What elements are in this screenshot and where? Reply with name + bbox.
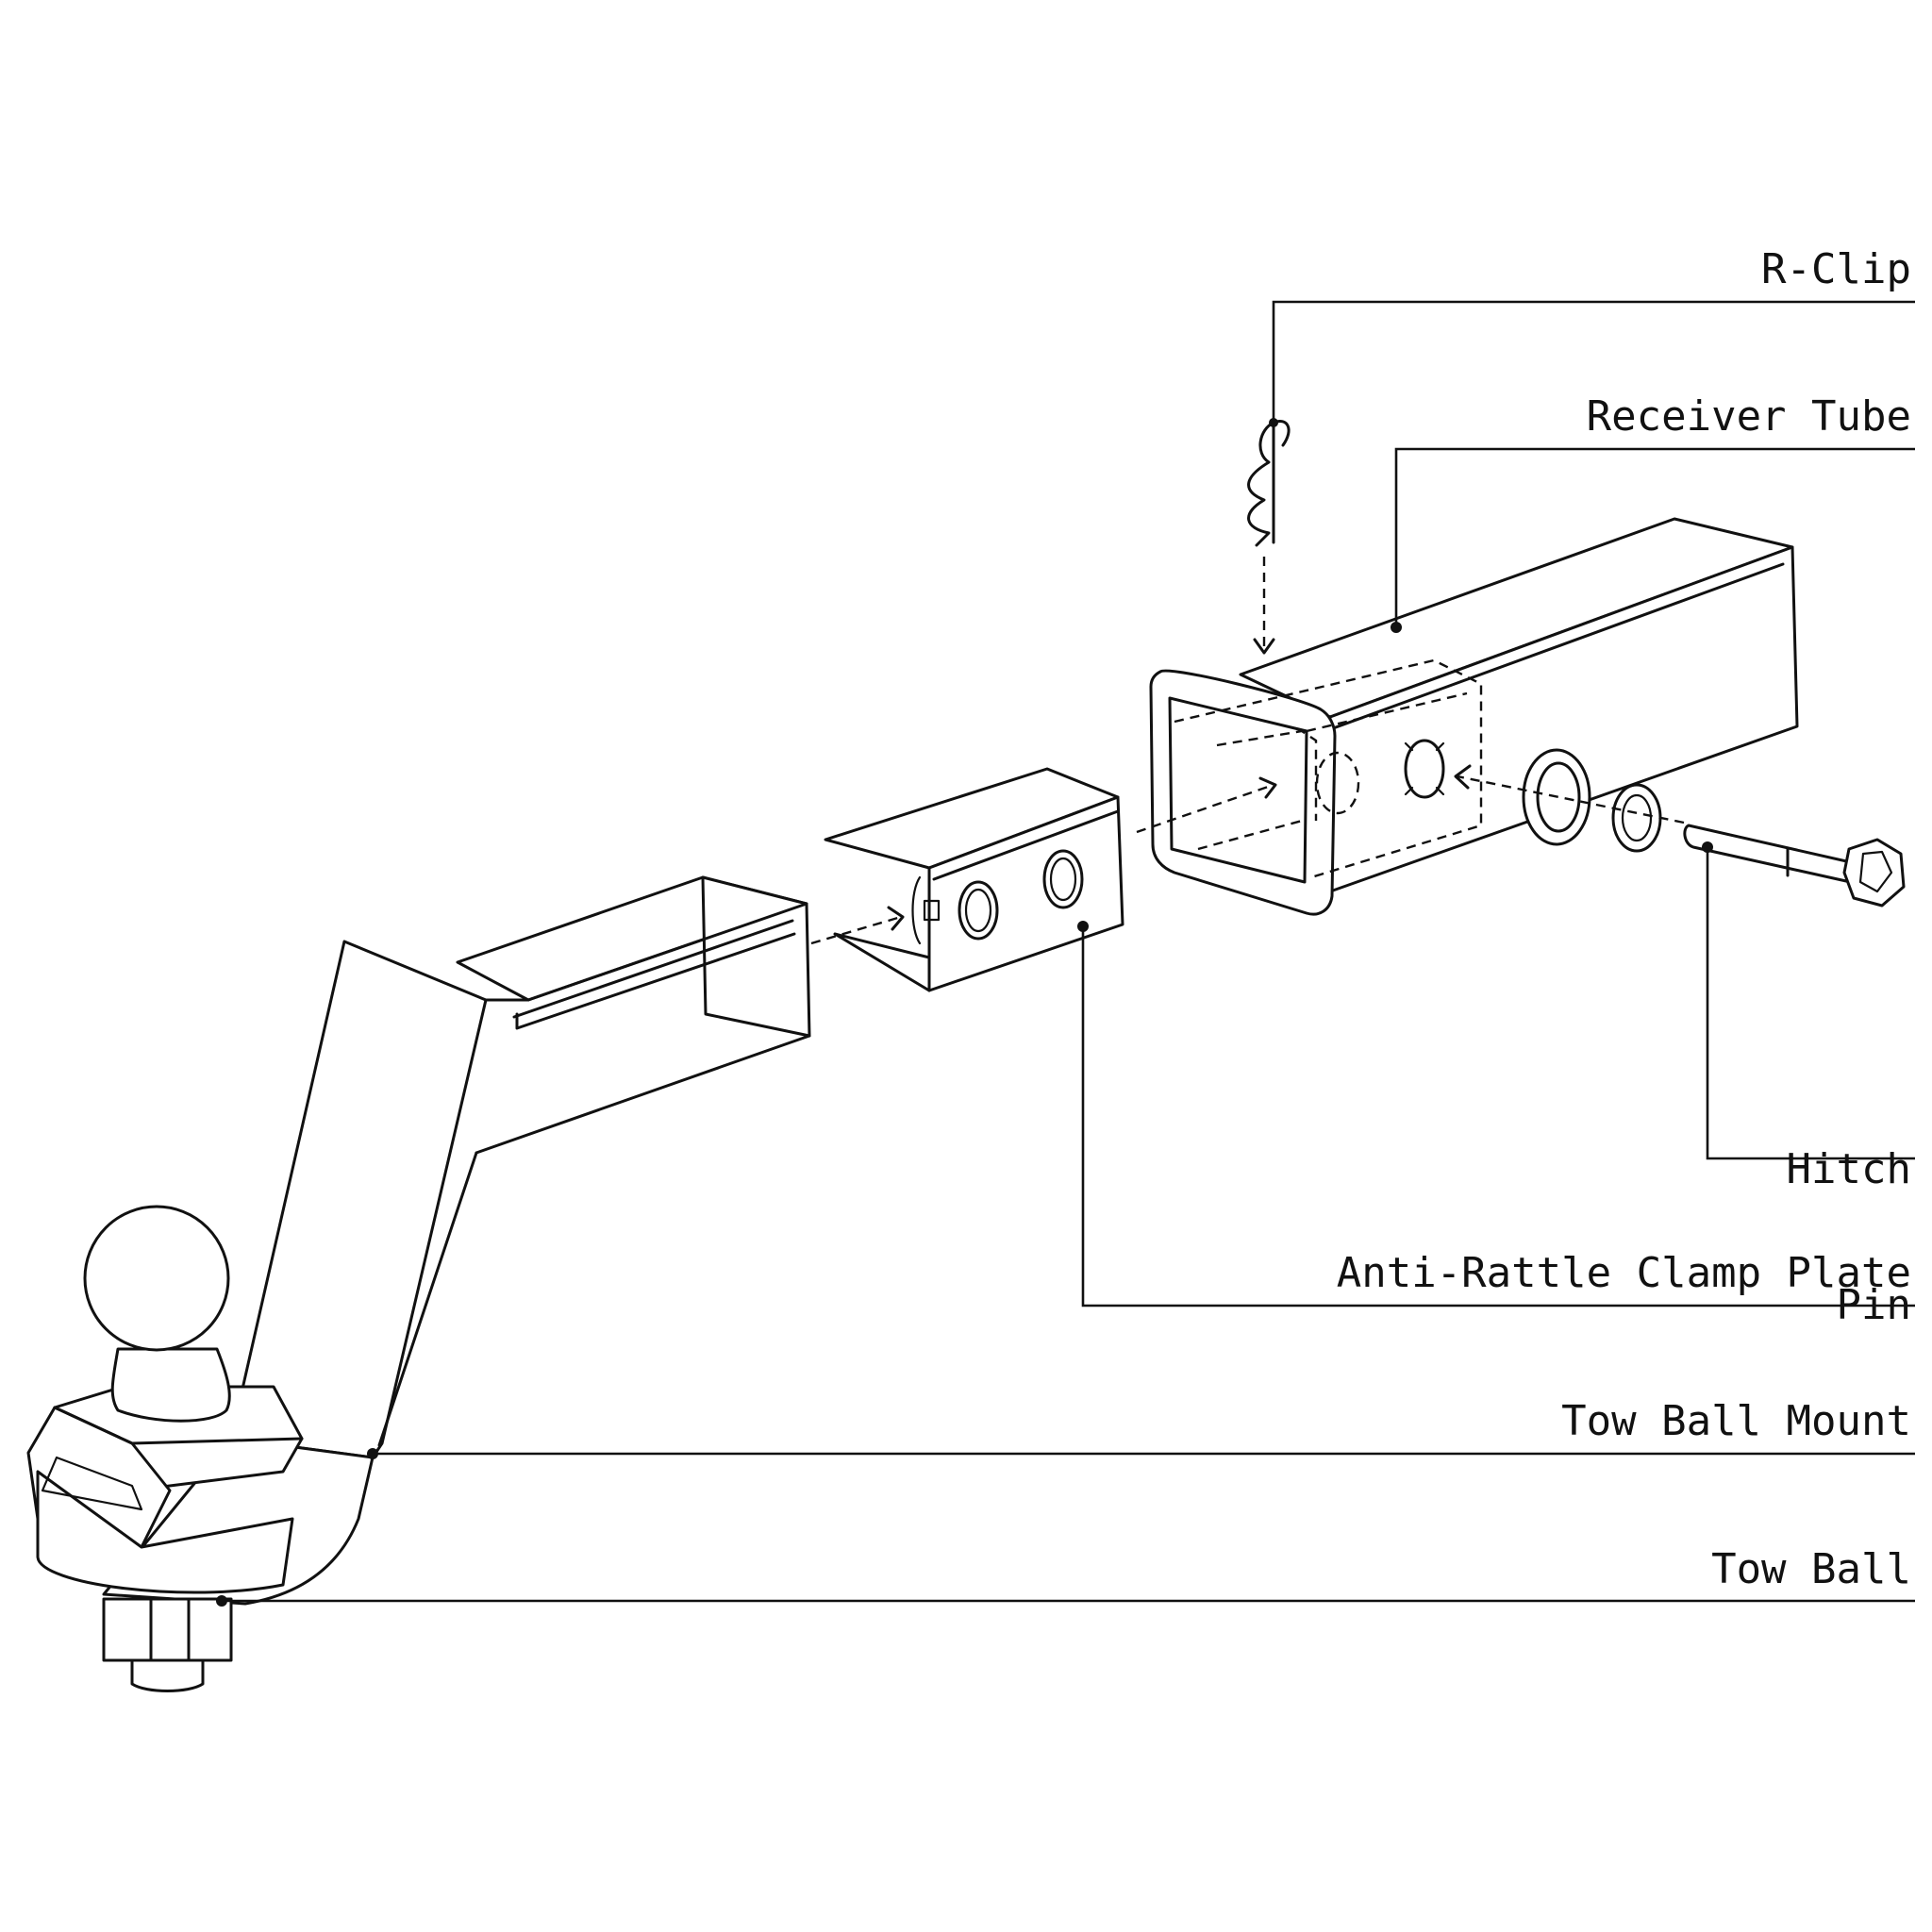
label-hitch-pin-line1: Hitch — [1786, 1145, 1911, 1193]
label-anti-rattle-clamp-plate: Anti-Rattle Clamp Plate — [1336, 1249, 1911, 1297]
tow-ball-shape — [26, 1205, 304, 1692]
assembly-arrows — [810, 557, 1685, 945]
r-clip-shape — [1247, 420, 1291, 547]
label-receiver-tube: Receiver Tube — [1586, 392, 1911, 441]
label-hitch-pin-line2: Pin — [1836, 1281, 1911, 1329]
hitch-pin-shape — [1683, 824, 1906, 908]
receiver-tube-shape — [1149, 517, 1799, 916]
label-hitch-pin: Hitch Pin — [1787, 1057, 1911, 1419]
label-tow-ball: Tow Ball — [1711, 1545, 1911, 1593]
label-tow-ball-mount: Tow Ball Mount — [1561, 1397, 1911, 1445]
leader-lines — [216, 300, 1915, 1607]
label-r-clip: R-Clip — [1761, 245, 1911, 293]
clamp-plate-shape — [824, 767, 1124, 992]
